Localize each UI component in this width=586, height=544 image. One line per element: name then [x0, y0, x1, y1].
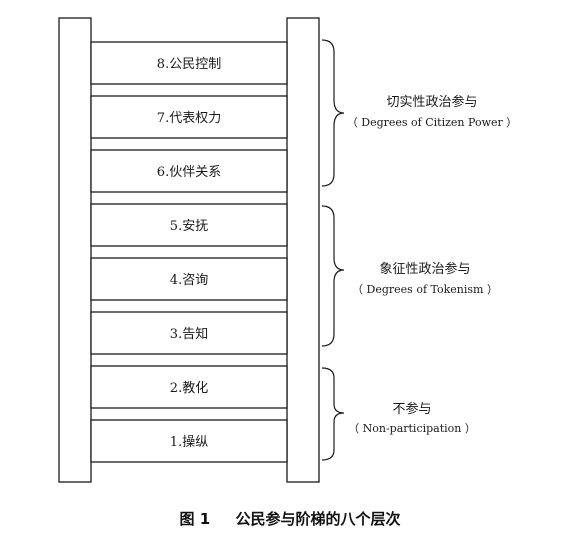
ladder-rung: 5.安抚: [90, 203, 288, 247]
brace-citizen-power: [321, 39, 345, 187]
rung-label: 2.教化: [170, 380, 208, 396]
ladder-rung: 7.代表权力: [90, 95, 288, 139]
group-subtitle-citizen-power: （ Degrees of Citizen Power ）: [347, 116, 518, 129]
ladder-rung: 8.公民控制: [90, 41, 288, 85]
brace-non-participation: [321, 367, 345, 461]
group-subtitle-tokenism: （ Degrees of Tokenism ）: [352, 283, 498, 296]
figure-caption-text: 公民参与阶梯的八个层次: [235, 510, 400, 528]
rung-label: 8.公民控制: [157, 57, 221, 72]
ladder-rung: 4.咨询: [90, 257, 288, 301]
figure-caption: 图 1 公民参与阶梯的八个层次: [180, 510, 401, 528]
group-title-tokenism: 象征性政治参与: [379, 261, 470, 277]
rung-label: 3.告知: [170, 326, 208, 342]
group-title-citizen-power: 切实性政治参与: [386, 94, 477, 110]
group-subtitle-non-participation: （ Non-participation ）: [348, 422, 476, 435]
brace-tokenism: [321, 205, 345, 347]
rung-label: 1.操纵: [170, 434, 208, 450]
group-title-non-participation: 不参与: [392, 401, 431, 417]
rung-label: 4.咨询: [170, 273, 208, 288]
figure-caption-label: 图 1: [180, 510, 211, 528]
ladder-rung: 1.操纵: [90, 419, 288, 463]
rung-label: 6.伙伴关系: [157, 165, 221, 180]
ladder-rung: 2.教化: [90, 365, 288, 409]
rung-label: 5.安抚: [170, 219, 208, 234]
ladder-right-rail: [286, 17, 320, 483]
ladder-rung: 3.告知: [90, 311, 288, 355]
ladder-left-rail: [58, 17, 92, 483]
rung-label: 7.代表权力: [157, 110, 221, 126]
ladder-rung: 6.伙伴关系: [90, 149, 288, 193]
